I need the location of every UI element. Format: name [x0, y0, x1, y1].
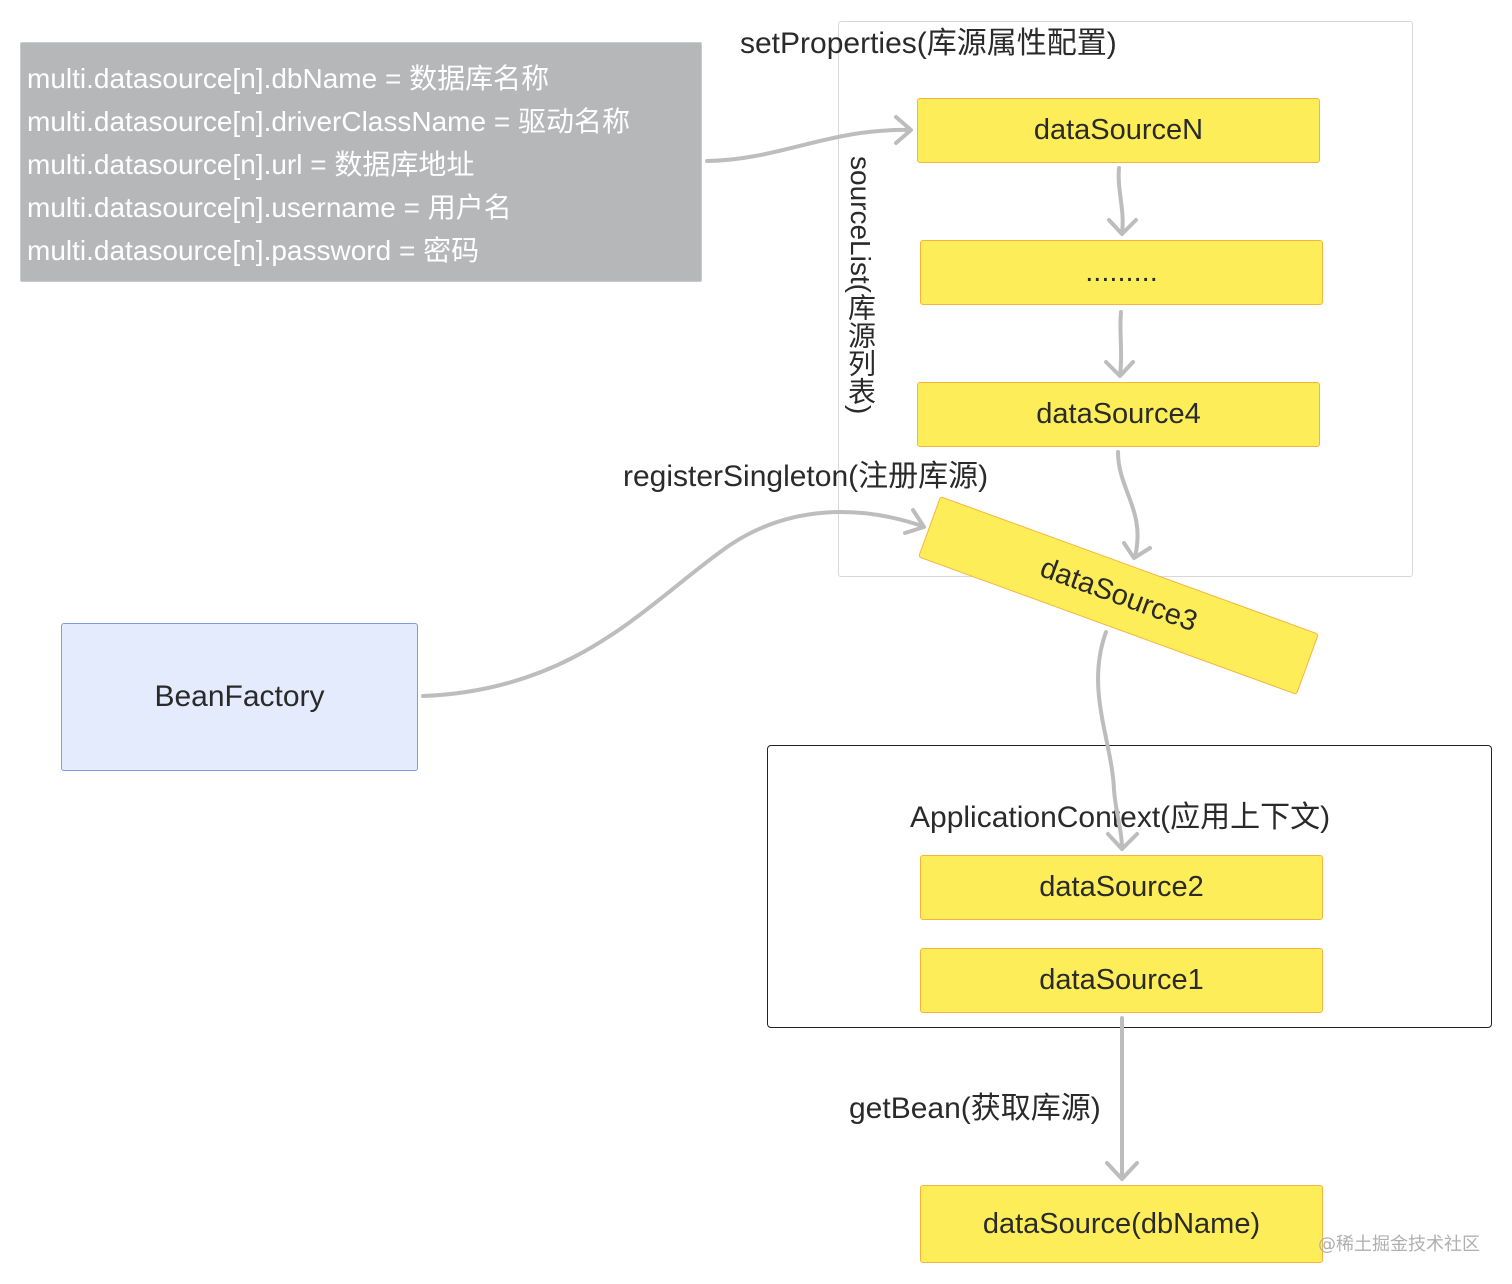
- config-line-driver-class-name: multi.datasource[n].driverClassName = 驱动…: [27, 106, 630, 137]
- arrowhead-ellipsis-to-datasource-4: [1104, 360, 1135, 378]
- arrow-datasource-n-to-ellipsis: [1116, 166, 1125, 235]
- node-datasource-2: dataSource2: [920, 855, 1323, 920]
- arrow-datasource-3-to-datasource-2: [1096, 630, 1124, 850]
- node-datasource-1: dataSource1: [920, 948, 1323, 1013]
- config-line-dbname: multi.datasource[n].dbName = 数据库名称: [27, 63, 550, 94]
- arrow-datasource-4-to-datasource-3: [1116, 450, 1140, 559]
- node-datasource-n: dataSourceN: [917, 98, 1320, 163]
- arrowhead-datasource-4-to-datasource-3: [1122, 541, 1152, 560]
- arrow-config-to-datasource-n: [705, 127, 912, 163]
- get-bean-label: getBean(获取库源): [849, 1092, 1101, 1125]
- watermark: @稀土掘金技术社区: [1318, 1234, 1480, 1255]
- register-singleton-label: registerSingleton(注册库源): [623, 460, 989, 493]
- arrow-bean-factory-to-datasource-3: [421, 510, 924, 698]
- arrowhead-datasource-n-to-ellipsis: [1107, 218, 1138, 236]
- node-ellipsis: .........: [920, 240, 1323, 305]
- config-line-url: multi.datasource[n].url = 数据库地址: [27, 149, 475, 180]
- config-line-password: multi.datasource[n].password = 密码: [27, 235, 480, 266]
- config-line-username: multi.datasource[n].username = 用户名: [27, 192, 512, 223]
- source-list-label: sourceList(库源列表): [845, 156, 876, 415]
- node-datasource-4: dataSource4: [917, 382, 1320, 447]
- arrow-ellipsis-to-datasource-4: [1118, 310, 1124, 377]
- arrowhead-datasource-1-to-datasource-dbname: [1105, 1161, 1139, 1181]
- node-datasource-dbname: dataSource(dbName): [920, 1185, 1323, 1263]
- arrowhead-config-to-datasource-n: [894, 115, 913, 145]
- set-properties-label: setProperties(库源属性配置): [740, 27, 1117, 60]
- node-bean-factory: BeanFactory: [61, 623, 418, 771]
- config-properties-block: multi.datasource[n].dbName = 数据库名称 multi…: [20, 42, 702, 282]
- arrowhead-bean-factory-to-datasource-3: [903, 508, 926, 535]
- arrowhead-datasource-3-to-datasource-2: [1106, 832, 1139, 851]
